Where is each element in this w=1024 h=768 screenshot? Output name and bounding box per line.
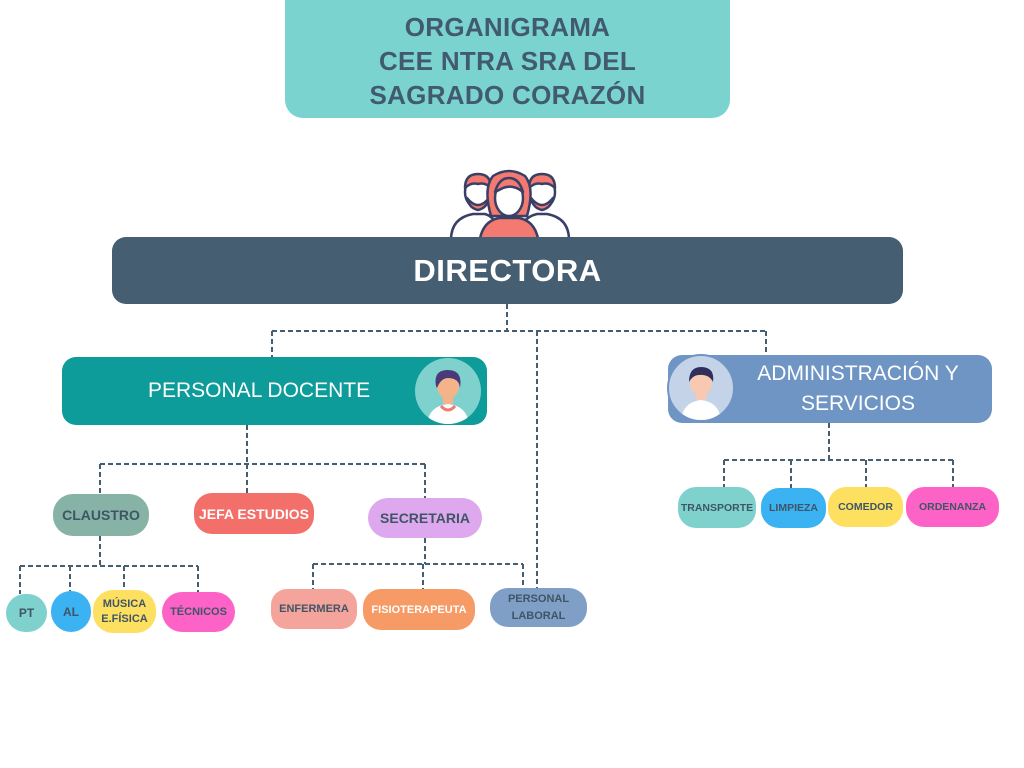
pt-box: PT — [6, 594, 47, 632]
personal-laboral-line-1: PERSONAL — [507, 592, 570, 605]
personal-laboral-box: PERSONAL LABORAL — [490, 588, 587, 627]
group-people-icon — [449, 169, 571, 252]
fisioterapeuta-box: FISIOTERAPEUTA — [363, 589, 475, 630]
comedor-box: COMEDOR — [828, 487, 903, 527]
directora-box: DIRECTORA — [112, 237, 903, 304]
jefa-estudios-box: JEFA ESTUDIOS — [194, 493, 314, 534]
personal-laboral-line-2: LABORAL — [511, 609, 566, 622]
title-box: ORGANIGRAMA CEE NTRA SRA DEL SAGRADO COR… — [285, 0, 730, 118]
admin-label-line-1: ADMINISTRACIÓN Y — [757, 362, 959, 385]
teacher-avatar-icon — [415, 358, 481, 424]
musica-label: MÚSICA — [102, 597, 147, 610]
title-line-2: CEE NTRA SRA DEL — [378, 46, 637, 76]
tecnicos-box: TÉCNICOS — [162, 592, 235, 632]
admin-label-line-2: SERVICIOS — [801, 392, 915, 415]
ordenanza-box: ORDENANZA — [906, 487, 999, 527]
enfermera-box: ENFERMERA — [271, 589, 357, 629]
transporte-box: TRANSPORTE — [678, 487, 756, 528]
secretaria-box: SECRETARIA — [368, 498, 482, 538]
efisica-label: E.FÍSICA — [101, 612, 148, 625]
admin-avatar-icon — [667, 354, 735, 422]
title-line-1: ORGANIGRAMA — [404, 12, 611, 42]
limpieza-box: LIMPIEZA — [761, 488, 826, 528]
title-line-3: SAGRADO CORAZÓN — [369, 80, 646, 110]
claustro-box: CLAUSTRO — [53, 494, 149, 536]
al-box: AL — [51, 591, 91, 632]
musica-efisica-box: MÚSICA E.FÍSICA — [93, 590, 156, 633]
personal-docente-box: PERSONAL DOCENTE — [62, 357, 487, 425]
